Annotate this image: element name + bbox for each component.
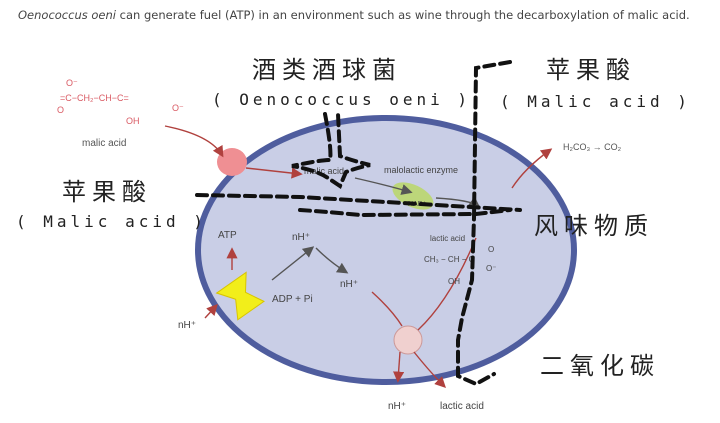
annotation-malic-right-cn: 苹果酸 bbox=[546, 56, 636, 84]
annotation-malic-right-en: ( Malic acid ) bbox=[500, 92, 691, 111]
nh-mid-label: nH⁺ bbox=[340, 279, 358, 290]
malic-formula-oh: OH bbox=[126, 116, 140, 126]
malic-formula-main: =C−CH₂−CH−C= bbox=[60, 93, 129, 103]
malic-formula-o: O bbox=[57, 105, 64, 115]
lactic-oh: OH bbox=[448, 277, 460, 286]
arrow-nh-in bbox=[204, 303, 218, 319]
lactic-ominus: O⁻ bbox=[486, 264, 496, 273]
arrow-to-exporter bbox=[371, 291, 403, 327]
atp-label: ATP bbox=[218, 230, 237, 241]
arrow-malic-in bbox=[164, 125, 224, 158]
annotation-co2-cn: 二氧化碳 bbox=[540, 352, 660, 380]
malic-acid-label: malic acid bbox=[82, 138, 126, 149]
annotation-line-co2 bbox=[456, 60, 512, 387]
arrow-lactic-out bbox=[413, 351, 446, 388]
arrow-co2-out bbox=[511, 148, 553, 189]
annotation-oenococcus-cn: 酒类酒球菌 bbox=[252, 56, 402, 84]
h2co3-label: H₂CO₃ → CO₂ bbox=[563, 142, 622, 152]
lactic-inner-label: lactic acid bbox=[430, 234, 465, 243]
nad-label: NAD⁺ bbox=[408, 201, 427, 208]
nh-inner-label: nH⁺ bbox=[292, 232, 310, 243]
malic-formula-right: O⁻ bbox=[172, 103, 184, 113]
annotation-lines bbox=[195, 60, 522, 387]
annotation-malic-left-en: ( Malic acid ) bbox=[16, 212, 207, 231]
caption-species: Oenococcus oeni bbox=[18, 8, 116, 22]
inner-malic-label: malic acid bbox=[304, 166, 344, 176]
annotation-line-flavor bbox=[298, 208, 512, 218]
cell-body bbox=[195, 115, 577, 385]
malic-formula-top: O⁻ bbox=[66, 78, 78, 88]
arrow-lactic-to-exporter bbox=[417, 237, 477, 331]
arrow-atp-synthase-up bbox=[271, 246, 315, 281]
caption: Oenococcus oeni can generate fuel (ATP) … bbox=[18, 8, 690, 22]
annotation-flavor-cn: 风味物质 bbox=[534, 212, 654, 240]
lactate-exporter bbox=[393, 325, 423, 355]
annotation-oenococcus-en: ( Oenococcus oeni ) bbox=[212, 90, 472, 109]
annotation-line-malic-left bbox=[195, 193, 522, 212]
nh-bottom-label: nH⁺ bbox=[388, 401, 406, 412]
arrow-to-enzyme bbox=[354, 177, 413, 195]
adp-pi-label: ADP + Pi bbox=[272, 294, 313, 305]
lactic-bottom-label: lactic acid bbox=[440, 401, 484, 412]
malic-acid-molecule: O⁻ =C−CH₂−CH−C= O OH O⁻ bbox=[57, 78, 184, 126]
malate-transporter bbox=[217, 148, 247, 176]
arrow-nh-mid bbox=[315, 247, 349, 274]
nh-left-label: nH⁺ bbox=[178, 320, 196, 331]
lactic-formula: CH₃ − CH − C bbox=[424, 255, 475, 264]
annotation-malic-left-cn: 苹果酸 bbox=[62, 178, 152, 206]
lactic-o: O bbox=[488, 245, 494, 254]
arrow-enzyme-out bbox=[435, 196, 481, 208]
malolactic-enzyme-label: malolactic enzyme bbox=[384, 165, 458, 175]
caption-text: can generate fuel (ATP) in an environmen… bbox=[116, 8, 690, 22]
annotation-line-oenococcus bbox=[291, 112, 371, 189]
arrow-nh-bottom bbox=[393, 351, 405, 383]
arrow-to-inner-malic bbox=[245, 167, 303, 179]
atp-synthase bbox=[215, 271, 265, 321]
